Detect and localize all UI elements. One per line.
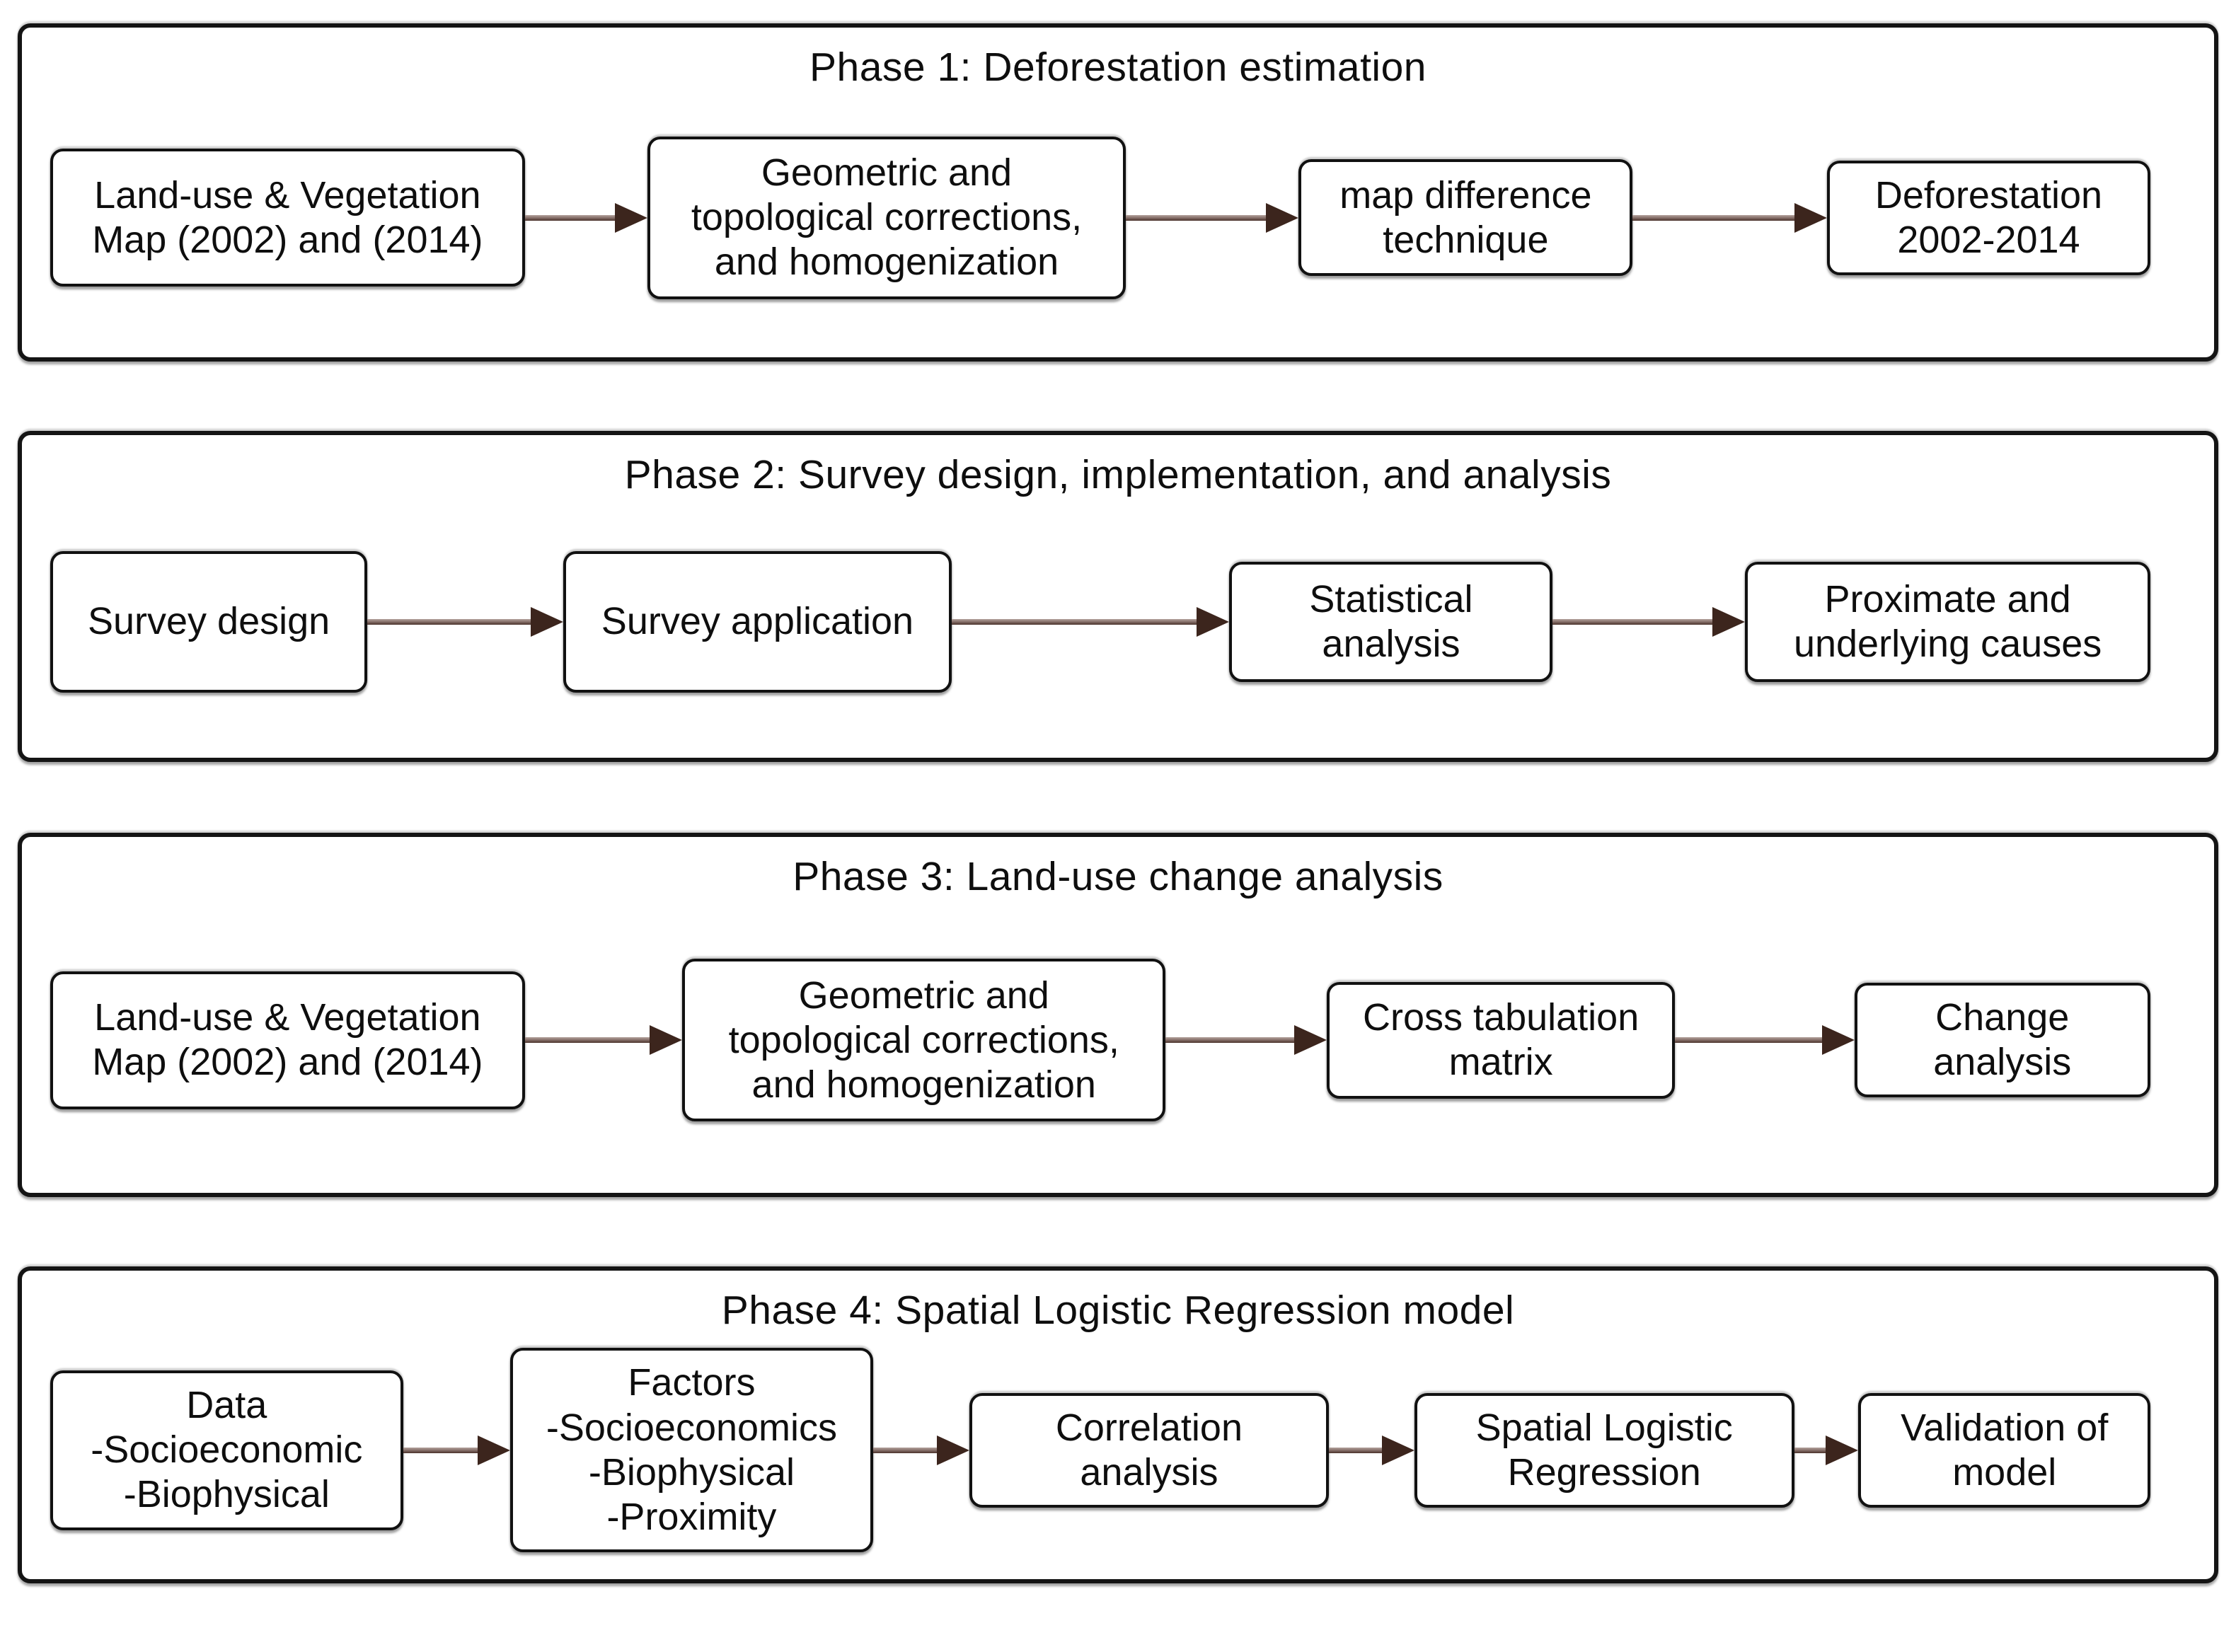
flow-box-label: Data -Socioeconomic -Biophysical	[91, 1384, 363, 1516]
flow-arrow	[524, 1024, 683, 1056]
flow-box-label: Geometric and topological corrections, a…	[728, 974, 1119, 1106]
flow-box-label: Correlation analysis	[1055, 1406, 1243, 1494]
flow-box-phase3-step1: Land-use & Vegetation Map (2002) and (20…	[50, 971, 525, 1109]
arrow-head-icon	[477, 1435, 510, 1465]
flow-box-phase2-step3: Statistical analysis	[1229, 561, 1553, 682]
phase-section-4: Phase 4: Spatial Logistic Regression mod…	[18, 1266, 2218, 1583]
flow-box-phase1-step4: Deforestation 2002-2014	[1826, 160, 2150, 275]
phase-title-3: Phase 3: Land-use change analysis	[793, 854, 1443, 899]
flow-box-phase2-step2: Survey application	[563, 550, 952, 693]
arrow-head-icon	[650, 1025, 683, 1056]
phase-title-4: Phase 4: Spatial Logistic Regression mod…	[721, 1288, 1515, 1333]
flow-arrow	[524, 202, 647, 233]
phase-row-1: Land-use & Vegetation Map (2002) and (20…	[22, 91, 2214, 357]
arrow-shaft	[1632, 214, 1796, 221]
arrow-shaft	[1794, 1447, 1828, 1453]
arrow-head-icon	[1821, 1025, 1855, 1056]
arrow-shaft	[1165, 1037, 1296, 1044]
arrow-head-icon	[1266, 202, 1299, 233]
flow-box-label: Land-use & Vegetation Map (2002) and (20…	[92, 996, 483, 1084]
arrow-shaft	[1126, 214, 1268, 221]
arrow-shaft	[367, 618, 532, 625]
flow-box-label: Validation of model	[1901, 1406, 2109, 1494]
arrow-head-icon	[1197, 606, 1230, 637]
flow-box-label: Survey design	[87, 600, 330, 643]
phase-row-2: Survey design Survey application Statistic…	[22, 499, 2214, 758]
flow-arrow	[1165, 1024, 1327, 1056]
flow-arrow	[403, 1435, 510, 1466]
flow-box-phase4-step2: Factors -Socioeconomics -Biophysical -Pr…	[509, 1348, 874, 1553]
flow-box-label: Deforestation 2002-2014	[1874, 173, 2103, 261]
flow-box-label: Statistical analysis	[1309, 577, 1473, 665]
arrow-head-icon	[1794, 202, 1827, 233]
arrow-shaft	[1675, 1037, 1823, 1044]
flow-box-phase4-step4: Spatial Logistic Regression	[1414, 1392, 1794, 1508]
arrow-shaft	[524, 214, 616, 221]
flow-arrow	[1794, 1435, 1859, 1466]
flow-box-phase1-step2: Geometric and topological corrections, a…	[647, 136, 1126, 299]
flow-box-phase3-step2: Geometric and topological corrections, a…	[682, 959, 1166, 1122]
flow-arrow	[1675, 1024, 1855, 1056]
flow-arrow	[873, 1435, 970, 1466]
arrow-head-icon	[1381, 1435, 1414, 1465]
flow-box-phase4-step1: Data -Socioeconomic -Biophysical	[50, 1370, 403, 1530]
flow-box-phase4-step3: Correlation analysis	[969, 1392, 1329, 1508]
phase-title-1: Phase 1: Deforestation estimation	[809, 45, 1427, 90]
arrow-shaft	[524, 1037, 652, 1044]
flow-box-label: Survey application	[601, 600, 914, 643]
flow-arrow	[1328, 1435, 1414, 1466]
arrow-head-icon	[1293, 1025, 1327, 1056]
phase-row-3: Land-use & Vegetation Map (2002) and (20…	[22, 901, 2214, 1193]
phase-title-2: Phase 2: Survey design, implementation, …	[624, 452, 1612, 497]
phase-section-2: Phase 2: Survey design, implementation, …	[18, 431, 2218, 762]
phase-row-4: Data -Socioeconomic -Biophysical Factors …	[22, 1334, 2214, 1579]
flow-box-label: Geometric and topological corrections, a…	[691, 151, 1083, 284]
arrow-head-icon	[530, 606, 563, 637]
flow-box-label: Proximate and underlying causes	[1793, 577, 2102, 665]
arrow-shaft	[1552, 618, 1715, 625]
flow-box-label: map difference technique	[1339, 173, 1592, 261]
arrow-shaft	[403, 1447, 479, 1453]
flow-arrow	[951, 606, 1230, 637]
arrow-shaft	[1328, 1447, 1383, 1453]
arrow-head-icon	[937, 1435, 970, 1465]
flow-box-label: Factors -Socioeconomics -Biophysical -Pr…	[546, 1361, 838, 1538]
flow-box-label: Change analysis	[1933, 996, 2072, 1084]
flow-box-label: Land-use & Vegetation Map (2002) and (20…	[92, 173, 483, 261]
arrow-shaft	[951, 618, 1199, 625]
flow-arrow	[367, 606, 563, 637]
flow-box-phase1-step1: Land-use & Vegetation Map (2002) and (20…	[50, 149, 525, 287]
flow-arrow	[1632, 202, 1827, 233]
arrow-head-icon	[614, 202, 647, 233]
flow-box-label: Spatial Logistic Regression	[1475, 1406, 1733, 1494]
arrow-head-icon	[1712, 606, 1746, 637]
flow-arrow	[1552, 606, 1746, 637]
flow-box-phase3-step3: Cross tabulation matrix	[1326, 981, 1676, 1099]
flow-box-phase1-step3: map difference technique	[1298, 159, 1633, 277]
flow-box-phase2-step4: Proximate and underlying causes	[1745, 561, 2150, 682]
flow-box-phase3-step4: Change analysis	[1854, 983, 2150, 1098]
flow-box-phase4-step5: Validation of model	[1858, 1392, 2150, 1508]
flow-box-label: Cross tabulation matrix	[1363, 996, 1639, 1084]
flow-box-phase2-step1: Survey design	[50, 550, 368, 693]
flow-arrow	[1126, 202, 1299, 233]
arrow-head-icon	[1826, 1435, 1859, 1465]
arrow-shaft	[873, 1447, 939, 1453]
